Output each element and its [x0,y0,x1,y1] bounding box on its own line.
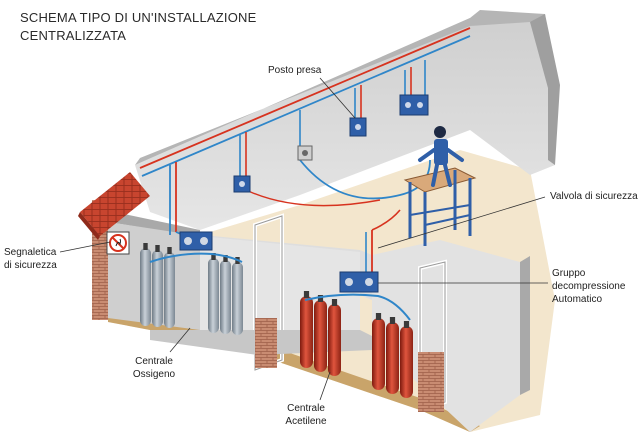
warning-sign-icon [106,231,130,255]
label-segnaletica: Segnaletica di sicurezza [4,246,57,272]
acetylene-cylinder [314,295,327,372]
acetylene-cylinders [300,291,413,398]
label-posto-presa: Posto presa [268,65,322,76]
acetylene-cylinder [400,321,413,398]
label-gruppo-line-1: Gruppo [552,268,586,279]
diagram-title: SCHEMA TIPO DI UN'INSTALLAZIONE CENTRALI… [20,9,256,45]
oxygen-cylinder [232,257,243,335]
acetylene-cylinder [386,317,399,394]
label-valvola-sicurezza: Valvola di sicurezza [550,191,638,202]
workbench-icon [403,167,477,246]
label-centrale-ossigeno: Centrale Ossigeno [118,355,190,381]
outlets [233,94,429,193]
pipes [139,27,471,272]
acetylene-cylinder [300,291,313,368]
welder-figure-icon [418,126,464,187]
label-acetilene-line-1: Centrale [287,403,325,414]
label-segnaletica-line-1: Segnaletica [4,247,57,258]
brick-pillars [92,200,444,412]
label-gruppo-decompressione: Gruppo decompressione Automatico [552,267,625,306]
label-ossigeno-line-1: Centrale [135,356,173,367]
title-line-1: SCHEMA TIPO DI UN'INSTALLAZIONE [20,10,257,25]
oxygen-cylinder [152,245,163,327]
label-gruppo-line-3: Automatico [552,294,603,305]
oxygen-cylinder [208,253,219,333]
acetylene-cylinder [372,313,385,390]
oxygen-cylinder [164,247,175,328]
oxygen-cylinder [140,243,151,326]
oxygen-cylinders [140,243,243,335]
label-acetilene-line-2: Acetilene [285,416,327,427]
oxygen-regulator [149,231,243,263]
decompression-unit [304,271,411,321]
label-segnaletica-line-2: di sicurezza [4,260,57,271]
label-ossigeno-line-2: Ossigeno [132,369,176,380]
label-gruppo-line-2: decompressione [552,281,626,292]
tiled-roof [78,172,150,240]
acetylene-cylinder [328,299,341,376]
leader-lines [59,77,548,401]
oxygen-cylinder [220,255,231,334]
label-centrale-acetilene: Centrale Acetilene [270,402,342,428]
title-line-2: CENTRALIZZATA [20,28,127,43]
